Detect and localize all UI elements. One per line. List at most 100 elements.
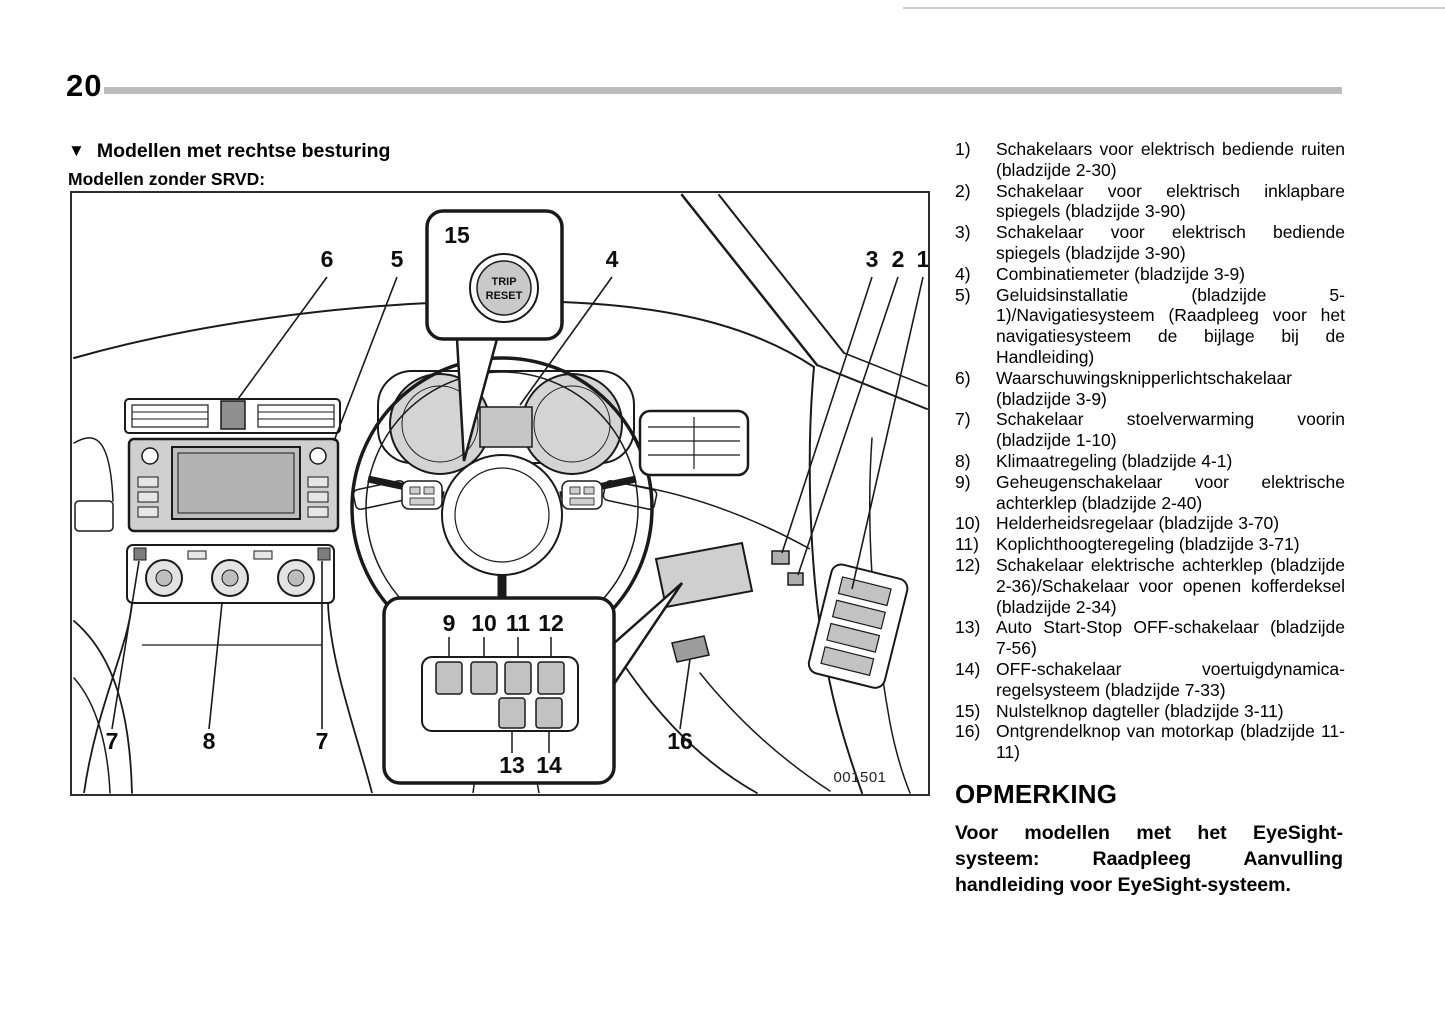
legend-item-number: 15) [955,700,981,721]
section-subtitle: Modellen zonder SRVD: [68,169,266,189]
trip-reset-button [476,260,532,316]
diagram-label-7-right: 7 [316,728,329,754]
legend-item: 14) OFF-schakelaar voertuigdynamica-regel… [955,659,1345,701]
diagram-label-15: 15 [444,222,470,248]
trip-reset-label-line2: RESET [486,290,523,302]
diagram-label-8: 8 [203,728,216,754]
legend-item-text: Schakelaar elektrische achterklep (bladz… [996,554,1345,617]
switch-13 [498,697,526,729]
triangle-marker-icon: ▼ [68,140,85,160]
legend-item-number: 9) [955,471,971,492]
audio-knob-left [141,447,159,465]
legend-item: 8) Klimaatregeling (bladzijde 4-1) [955,451,1345,472]
legend-item-text: Schakelaars voor elektrisch bediende rui… [996,139,1345,180]
center-stack [83,398,373,794]
legend-item-text: Geheugenschakelaar voor elektrische acht… [996,471,1345,513]
seat-heater-switch-right [317,547,331,561]
legend-item-text: Geluidsinstallatie (bladzijde 5-1)/Navig… [996,284,1345,367]
a-pillar-line [680,193,819,367]
door-switches [771,550,909,689]
diagram-frame: 6 5 4 3 2 1 7 8 7 16 TRIP RESET 15 [70,191,930,796]
note-title: OPMERKING [955,778,1118,809]
diagram-label-12: 12 [538,610,564,636]
legend-item: 16) Ontgrendelknop van motorkap (bladzijd… [955,721,1345,763]
legend-item: 5)Geluidsinstallatie (bladzijde 5-1)/Nav… [955,285,1345,368]
diagram-label-10: 10 [471,610,497,636]
page-top-rule [903,7,1445,9]
diagram-label-6: 6 [321,246,334,272]
diagram-label-7-left: 7 [106,728,119,754]
legend-item-number: 12) [955,554,981,575]
legend-item-text: Auto Start-Stop OFF-schakelaar (bladzijd… [996,617,1345,659]
diagram-label-14: 14 [536,752,562,778]
diagram-label-11: 11 [506,610,531,636]
diagram-label-13: 13 [499,752,525,778]
legend-item-number: 16) [955,721,981,742]
hood-release-lever [671,635,710,663]
legend-item-text: Klimaatregeling (bladzijde 4-1) [996,450,1233,471]
cluster-display [479,406,533,448]
legend-item: 1)Schakelaars voor elektrisch bediende r… [955,139,1345,181]
legend-item-number: 10) [955,513,981,534]
diagram-label-2: 2 [892,246,905,272]
legend-item-text: Combinatiemeter (bladzijde 3-9) [996,263,1245,284]
legend-item-number: 6) [955,367,971,388]
dash-switch-panel-location [654,541,754,609]
legend-item-text: Schakelaar voor elektrisch bediende spie… [996,222,1345,263]
legend-item: 3) Schakelaar voor elektrisch bediende sp… [955,222,1345,264]
legend-item: 12) Schakelaar elektrische achterklep (bl… [955,555,1345,617]
switch-panel-callout: 9 10 11 12 13 14 [382,582,684,785]
diagram-label-16: 16 [667,728,693,754]
diagram-label-5: 5 [391,246,404,272]
mirror-adjust-switch [787,572,804,586]
diagram-label-4: 4 [606,246,619,272]
diagram-label-1: 1 [917,246,928,272]
figure-code: 001501 [833,769,886,786]
legend-item-number: 11) [955,534,979,555]
legend-item-number: 3) [955,222,971,243]
legend-item: 6) Waarschuwingsknipperlichtschakelaar (b… [955,368,1345,410]
legend-item-number: 2) [955,180,971,201]
audio-knob-right [309,447,327,465]
switch-9 [435,661,463,695]
mirror-fold-switch [771,550,790,565]
diagram-label-9: 9 [443,610,456,636]
header-rule [104,87,1342,94]
section-title-text: Modellen met rechtse besturing [96,140,391,162]
legend-list: 1)Schakelaars voor elektrisch bediende r… [955,139,1345,763]
legend-item-number: 4) [955,263,971,284]
trip-reset-label-line1: TRIP [491,276,516,288]
legend-item-number: 14) [955,658,981,679]
instrument-cluster [377,370,635,475]
legend-item-text: Schakelaar stoelverwarming voorin (bladz… [996,409,1345,451]
trip-reset-callout: TRIP RESET 15 [425,209,564,462]
legend-item-text: Waarschuwingsknipperlichtschakelaar (bla… [996,367,1293,409]
leader-lines [111,276,924,730]
left-dash-vent [74,500,114,532]
seat-heater-switch-left [133,547,147,561]
legend-item: 11)Koplichthoogteregeling (bladzijde 3-7… [955,534,1345,555]
dashboard-diagram: 6 5 4 3 2 1 7 8 7 16 TRIP RESET 15 [73,193,930,794]
legend-item-number: 8) [955,450,971,471]
passenger-side-dash [631,409,811,663]
switch-10 [470,661,498,695]
legend-item: 2) Schakelaar voor elektrisch inklapbare … [955,181,1345,223]
legend-item: 15)Nulstelknop dagteller (bladzijde 3-11… [955,701,1345,722]
legend-item: 13)Auto Start-Stop OFF-schakelaar (bladz… [955,617,1345,659]
legend-item-text: Ontgrendelknop van motorkap (bladzijde 1… [996,721,1345,763]
legend-item-text: OFF-schakelaar voertuigdynamica-regelsys… [996,658,1345,700]
legend-item: 10) Helderheidsregelaar (bladzijde 3-70) [955,513,1345,534]
note-body: Voor modellen met het EyeSight-systeem: … [955,821,1343,896]
legend-column: 1)Schakelaars voor elektrisch bediende r… [955,139,1345,898]
legend-item-text: Schakelaar voor elektrisch inklapbare sp… [996,180,1345,222]
switch-11 [504,661,532,695]
diagram-label-3: 3 [866,246,879,272]
switch-14 [535,697,563,729]
legend-item: 7)Schakelaar stoelverwarming voorin (bla… [955,409,1345,451]
gauge-right [521,373,623,475]
page-number: 20 [66,68,103,103]
legend-item: 9) Geheugenschakelaar voor elektrische ac… [955,472,1345,514]
steering-hub [441,454,563,576]
legend-item-text: Helderheidsregelaar (bladzijde 3-70) [996,513,1280,534]
